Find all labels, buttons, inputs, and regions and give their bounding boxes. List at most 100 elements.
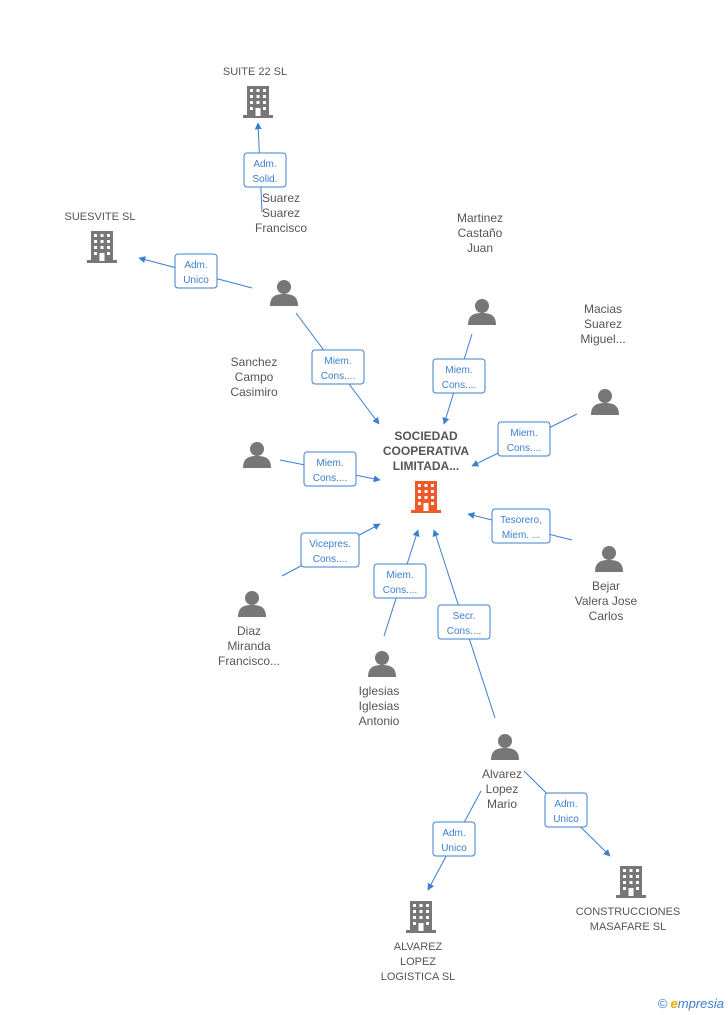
copyright-icon: © <box>657 996 668 1011</box>
relation-badge-box <box>300 532 360 568</box>
relation-badge-text: Tesorero, <box>500 515 542 526</box>
relation-badge-box <box>432 821 476 857</box>
company-node-suesvite[interactable]: SUESVITE SL <box>65 211 136 263</box>
relation-badge-r10[interactable]: Secr.Cons.... <box>437 604 491 640</box>
building-icon <box>406 901 436 933</box>
relation-badge-text: Cons.... <box>507 443 541 454</box>
relation-badge-r5[interactable]: Miem. Cons.... <box>497 421 551 457</box>
person-label-alvarez-line-2: Lopez <box>486 782 519 796</box>
person-label-diaz-line-2: Miranda <box>227 639 271 653</box>
person-label-martinez-line-1: Martinez <box>457 211 503 225</box>
company-label-construcciones-line-1: CONSTRUCCIONES <box>576 906 681 918</box>
person-label-macias-line-2: Suarez <box>584 317 622 331</box>
relation-badge-text: Miem. ... <box>502 530 540 541</box>
company-node-construcciones[interactable]: CONSTRUCCIONES MASAFARE SL <box>576 866 681 933</box>
relation-badge-r2[interactable]: Adm. Unico <box>174 253 218 289</box>
relation-badge-text: Cons.... <box>313 554 347 565</box>
edges-layer <box>138 122 611 891</box>
person-label-sanchez-line-1: Sanchez <box>231 355 278 369</box>
person-label-macias-line-1: Macias <box>584 302 622 316</box>
person-label-sanchez-line-3: Casimiro <box>230 385 278 399</box>
company-label-suesvite-line-1: SUESVITE SL <box>65 211 136 223</box>
relation-badge-box <box>497 421 551 457</box>
person-icon <box>238 591 266 617</box>
person-label-alvarez-line-3: Mario <box>487 797 517 811</box>
company-label-construcciones-line-2: MASAFARE SL <box>590 921 666 933</box>
relation-badge-r7[interactable]: Tesorero, Miem. ... <box>491 508 551 544</box>
relation-badge-text: Miem. <box>316 458 343 469</box>
company-label-alvarez-logistica-line-3: LOGISTICA SL <box>381 971 456 983</box>
relation-badge-text: Unico <box>183 275 209 286</box>
relation-badge-box <box>311 349 365 385</box>
person-icon <box>368 651 396 677</box>
person-label-iglesias-line-1: Iglesias <box>359 684 400 698</box>
relation-badge-r11[interactable]: Adm.Unico <box>432 821 476 857</box>
relation-badge-text: Miem. <box>324 356 351 367</box>
company-node-alvarez-logistica[interactable]: ALVAREZ LOPEZ LOGISTICA SL <box>381 901 456 983</box>
building-icon <box>243 86 273 118</box>
relation-badge-box <box>432 358 486 394</box>
relation-badge-text: Adm. <box>554 799 577 810</box>
building-icon <box>616 866 646 898</box>
relation-badge-box <box>491 508 551 544</box>
relation-badge-text: Cons.... <box>321 371 355 382</box>
relation-badge-text: Vicepres. <box>309 539 351 550</box>
person-label-diaz-line-3: Francisco... <box>218 654 280 668</box>
person-label-suarez-line-3: Francisco <box>255 221 307 235</box>
person-icon <box>595 546 623 572</box>
person-icon <box>243 442 271 468</box>
relation-badge-box <box>243 152 287 188</box>
person-icon <box>468 299 496 325</box>
relation-badge-r6[interactable]: Miem.Cons.... <box>303 451 357 487</box>
person-label-sanchez-line-2: Campo <box>235 370 274 384</box>
relation-badge-text: Adm. <box>253 159 276 170</box>
brand-footer: ©empresia <box>658 996 724 1011</box>
relation-badge-r12[interactable]: Adm.Unico <box>544 792 588 828</box>
relation-badge-text: Miem. <box>510 428 537 439</box>
company-label-suite22-line-1: SUITE 22 SL <box>223 66 287 78</box>
person-label-martinez-line-3: Juan <box>467 241 493 255</box>
relations-layer: Adm.Solid.Adm.UnicoMiem.Cons....Miem.Con… <box>174 152 588 857</box>
person-label-alvarez-line-1: Alvarez <box>482 767 522 781</box>
relation-badge-text: Solid. <box>252 174 277 185</box>
center-company-label-line-1: SOCIEDAD <box>394 429 458 443</box>
building-icon <box>411 481 441 513</box>
relation-badge-r8[interactable]: Vicepres. Cons.... <box>300 532 360 568</box>
person-label-martinez-line-2: Castaño <box>458 226 503 240</box>
person-node-macias[interactable]: MaciasSuarezMiguel... <box>580 302 626 415</box>
relation-badge-r9[interactable]: Miem.Cons.... <box>373 563 427 599</box>
person-label-bejar-line-2: Valera Jose <box>575 594 638 608</box>
person-label-iglesias-line-2: Iglesias <box>359 699 400 713</box>
brand-logo-text: mpresia <box>677 996 724 1011</box>
relation-badge-r3[interactable]: Miem. Cons.... <box>311 349 365 385</box>
person-icon <box>270 280 298 306</box>
person-label-suarez-line-2: Suarez <box>262 206 300 220</box>
person-label-bejar-line-1: Bejar <box>592 579 620 593</box>
person-label-macias-line-3: Miguel... <box>580 332 625 346</box>
company-node-suite22[interactable]: SUITE 22 SL <box>223 66 287 118</box>
person-label-diaz-line-1: Diaz <box>237 624 261 638</box>
person-icon <box>491 734 519 760</box>
relation-badge-r1[interactable]: Adm. Solid. <box>243 152 287 188</box>
relation-badge-text: Adm. <box>184 260 207 271</box>
relation-badge-r4[interactable]: Miem.Cons.... <box>432 358 486 394</box>
company-label-alvarez-logistica-line-1: ALVAREZ <box>394 941 443 953</box>
company-label-alvarez-logistica-line-2: LOPEZ <box>400 956 436 968</box>
person-node-diaz[interactable]: DiazMirandaFrancisco... <box>218 591 280 668</box>
center-company-node[interactable]: SOCIEDADCOOPERATIVALIMITADA... <box>383 429 470 513</box>
relation-badge-text: Cons.... <box>383 585 417 596</box>
building-icon <box>87 231 117 263</box>
relation-badge-text: Cons.... <box>442 380 476 391</box>
center-company-label-line-3: LIMITADA... <box>393 459 459 473</box>
center-company-label-line-2: COOPERATIVA <box>383 444 470 458</box>
person-label-bejar-line-3: Carlos <box>589 609 624 623</box>
relation-badge-box <box>373 563 427 599</box>
